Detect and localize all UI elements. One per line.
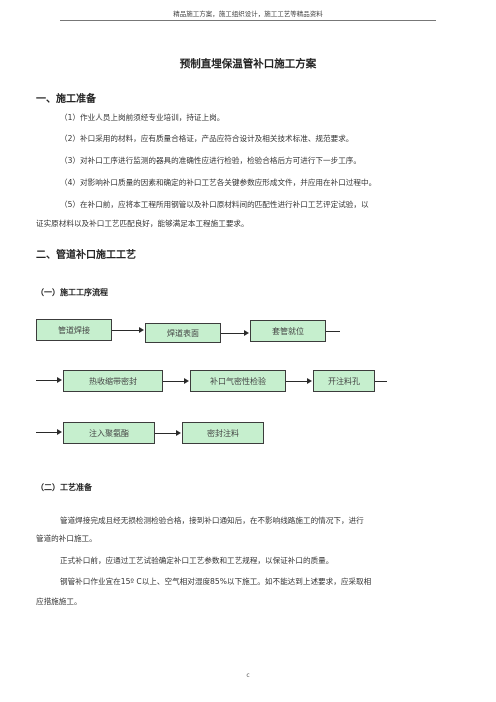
prep-paragraph-1-cont: 管道的补口施工。 [36, 534, 97, 543]
flow-arrow [139, 327, 144, 333]
header-divider [60, 20, 436, 21]
subsection-flow-heading: （一）施工工序流程 [36, 288, 108, 297]
flow-connector [36, 380, 58, 381]
flow-connector [163, 381, 185, 382]
flow-step-heat-shrink-seal: 热收缩带密封 [63, 370, 163, 392]
flow-step-airtightness-test: 补口气密性检验 [190, 370, 286, 392]
flow-step-weld-surface: 焊道表面 [145, 323, 221, 343]
flow-connector [286, 381, 308, 382]
flow-arrow [57, 377, 62, 383]
flow-connector [375, 381, 387, 382]
flow-step-inject-polyurethane: 注入聚氨酯 [63, 422, 155, 444]
page-header: 精品施工方案，施工组织设计，施工工艺等精品资料 [173, 10, 323, 18]
document-title: 预制直埋保温管补口施工方案 [179, 58, 317, 70]
page-number: c [246, 672, 250, 679]
subsection-prep-heading: （二）工艺准备 [36, 483, 92, 492]
flow-connector [155, 433, 177, 434]
prep-paragraph-3-cont: 应措施施工。 [36, 597, 82, 606]
flow-arrow [176, 430, 181, 436]
section1-item-4: （4）对影响补口质量的因素和确定的补口工艺各关键参数应形成文件，并应用在补口过程… [60, 178, 377, 187]
section1-heading: 一、施工准备 [36, 94, 96, 105]
prep-paragraph-1: 管道焊接完成且经无损检测检验合格，接到补口通知后，在不影响线路施工的情况下，进行 [60, 516, 364, 525]
flow-arrow [57, 429, 62, 435]
flow-arrow [244, 330, 249, 336]
flow-connector [326, 331, 340, 332]
flow-step-open-fill-hole: 开注料孔 [313, 370, 375, 392]
flow-step-seal-fill-hole: 密封注料 [182, 422, 264, 444]
flow-arrow [184, 378, 189, 384]
flow-connector [112, 330, 140, 331]
section1-item-2: （2）补口采用的材料，应有质量合格证，产品应符合设计及相关技术标准、规范要求。 [60, 134, 354, 143]
flow-connector [36, 432, 58, 433]
flow-arrow [307, 378, 312, 384]
prep-paragraph-2: 正式补口前，应通过工艺试验确定补口工艺参数和工艺规程，以保证补口的质量。 [60, 556, 334, 565]
section1-item-5-cont: 证实原材料以及补口工艺匹配良好，能够满足本工程施工要求。 [36, 219, 249, 228]
flow-step-sleeve-placement: 套管就位 [250, 320, 326, 342]
section2-heading: 二、管道补口施工工艺 [36, 250, 136, 261]
section1-item-1: （1）作业人员上岗前须经专业培训，持证上岗。 [60, 113, 225, 122]
section1-item-5: （5）在补口前，应将本工程所用钢管以及补口原材料间的匹配性进行补口工艺评定试验，… [60, 200, 369, 209]
section1-item-3: （3）对补口工序进行监测的器具的准确性应进行检验，检验合格后方可进行下一步工序。 [60, 156, 361, 165]
prep-paragraph-3: 钢管补口作业宜在15º C以上、空气相对湿度85%以下施工。如不能达到上述要求，… [60, 577, 372, 586]
flow-step-pipe-welding: 管道焊接 [36, 319, 112, 341]
flow-connector [221, 333, 245, 334]
